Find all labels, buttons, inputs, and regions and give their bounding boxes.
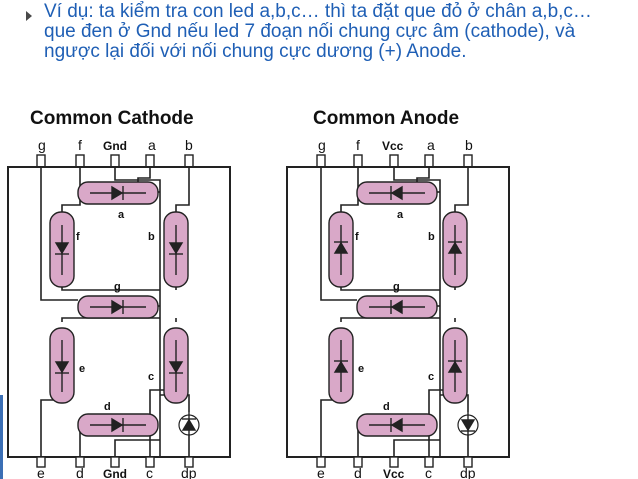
pin-label-bottom: dp — [460, 465, 476, 479]
segment-label: b — [428, 231, 435, 243]
pin-label-top: f — [78, 137, 82, 153]
left-accent-bar — [0, 395, 3, 479]
pin-label-bottom: Vcc — [383, 467, 405, 479]
diagram-title: Common Anode — [313, 108, 459, 129]
diagram-common-cathode: Common Cathode g f Gnd a b — [7, 108, 231, 479]
segment-label: d — [104, 401, 111, 413]
segment-label: c — [428, 371, 434, 383]
pin-label-bottom: e — [317, 465, 325, 479]
pin-label-bottom: Gnd — [103, 467, 127, 479]
pin-label-top: g — [318, 137, 326, 153]
pin-label-bottom: d — [354, 465, 362, 479]
pin-label-bottom: c — [146, 465, 153, 479]
segment-label: b — [148, 231, 155, 243]
segment-label: f — [355, 231, 359, 243]
segment-label: g — [114, 281, 121, 293]
segment-label: d — [383, 401, 390, 413]
pin-label-bottom: d — [76, 465, 84, 479]
pin-label-top: f — [356, 137, 360, 153]
dp-circle — [457, 414, 479, 436]
pin-label-top: b — [465, 137, 473, 153]
segment-label: a — [118, 209, 125, 221]
dp-circle — [178, 414, 200, 436]
pin-label-bottom: dp — [181, 465, 197, 479]
pin-label-bottom: c — [425, 465, 432, 479]
segment-label: g — [393, 281, 400, 293]
pin-label-top: b — [185, 137, 193, 153]
bullet-arrow-icon — [26, 11, 32, 21]
pin-label-top: a — [427, 137, 435, 153]
pin-label-top: a — [148, 137, 156, 153]
diagram-title: Common Cathode — [30, 108, 194, 129]
pin-label-bottom: e — [37, 465, 45, 479]
segment-label: c — [148, 371, 154, 383]
pin-label-top: Vcc — [382, 139, 404, 153]
diagram-common-anode: Common Anode g f Vcc a b e d — [286, 108, 510, 479]
pin-label-top: Gnd — [103, 139, 127, 153]
segment-label: e — [79, 363, 85, 375]
segment-label: a — [397, 209, 404, 221]
pin-label-top: g — [38, 137, 46, 153]
bullet-text: Ví dụ: ta kiểm tra con led a,b,c… thì ta… — [44, 1, 592, 62]
segment-label: e — [358, 363, 364, 375]
segment-label: f — [76, 231, 80, 243]
